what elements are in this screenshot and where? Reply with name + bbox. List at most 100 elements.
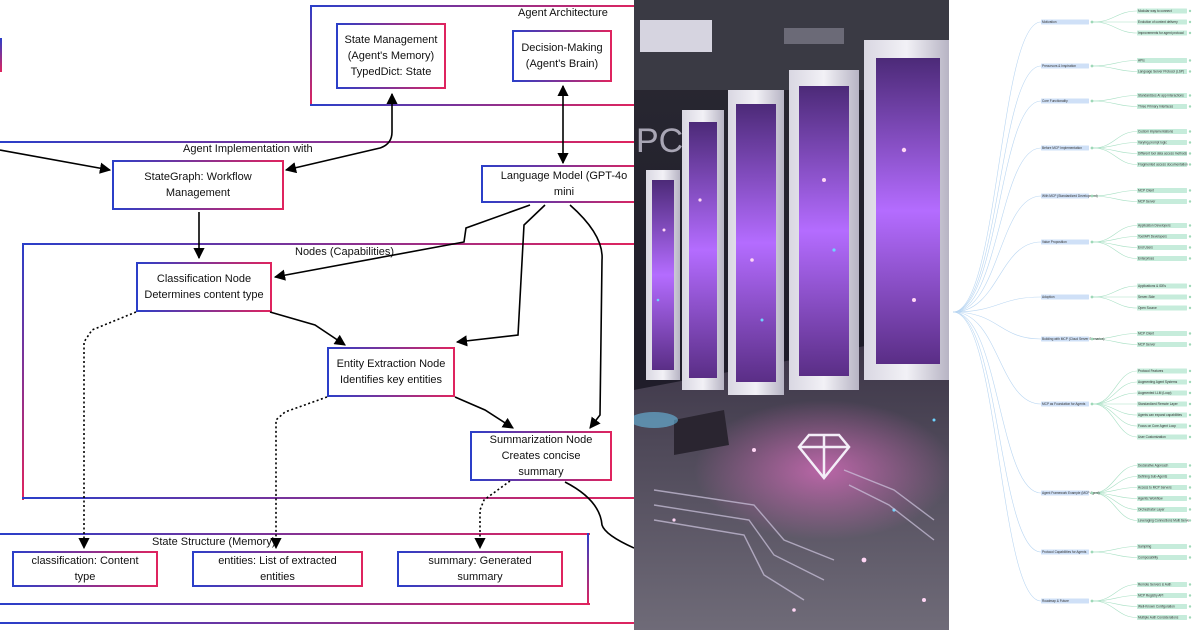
mindmap-branch[interactable] xyxy=(1041,145,1089,151)
mindmap-leaf[interactable] xyxy=(1137,69,1187,74)
mindmap-leaf[interactable] xyxy=(1137,8,1187,14)
mindmap-leaf[interactable] xyxy=(1137,485,1187,490)
mindmap-leaf[interactable] xyxy=(1137,615,1187,620)
mindmap-leaf-toggle[interactable] xyxy=(1188,141,1192,144)
mindmap-leaf-toggle[interactable] xyxy=(1188,9,1192,13)
mindmap-branch[interactable] xyxy=(1041,239,1089,245)
mindmap-leaf[interactable] xyxy=(1137,423,1187,429)
mindmap-leaf-toggle[interactable] xyxy=(1188,343,1192,346)
mindmap-leaf-toggle[interactable] xyxy=(1188,464,1192,467)
mindmap-leaf[interactable] xyxy=(1137,507,1187,512)
mindmap-leaf-toggle[interactable] xyxy=(1188,413,1192,417)
mindmap-branch[interactable] xyxy=(1041,98,1089,104)
mindmap-leaf[interactable] xyxy=(1137,129,1187,134)
mindmap-leaf[interactable] xyxy=(1137,434,1187,440)
mindmap-branch[interactable] xyxy=(1041,549,1089,555)
mindmap-leaf-toggle[interactable] xyxy=(1188,475,1192,478)
mindmap-leaf-toggle[interactable] xyxy=(1188,105,1192,108)
mindmap-leaf[interactable] xyxy=(1137,379,1187,385)
mindmap-leaf-toggle[interactable] xyxy=(1188,616,1192,619)
mindmap-leaf[interactable] xyxy=(1137,368,1187,374)
mindmap-leaf-toggle[interactable] xyxy=(1188,163,1192,166)
mindmap-leaf-toggle[interactable] xyxy=(1188,200,1192,203)
mindmap-leaf[interactable] xyxy=(1137,582,1187,587)
mindmap-leaf[interactable] xyxy=(1137,58,1187,63)
mindmap-leaf[interactable] xyxy=(1137,283,1187,289)
mindmap-leaf-toggle[interactable] xyxy=(1188,224,1192,227)
mindmap-leaf[interactable] xyxy=(1137,342,1187,347)
mindmap-leaf[interactable] xyxy=(1137,474,1187,479)
mindmap-branch[interactable] xyxy=(1041,401,1089,407)
mindmap-leaf-toggle[interactable] xyxy=(1188,70,1192,73)
mindmap-leaf-toggle[interactable] xyxy=(1188,306,1192,310)
mindmap-branch[interactable] xyxy=(1041,294,1089,300)
mindmap-leaf-toggle[interactable] xyxy=(1188,31,1192,35)
mindmap-leaf-toggle[interactable] xyxy=(1188,332,1192,335)
mindmap-branch-toggle[interactable] xyxy=(1090,402,1094,406)
mindmap-leaf-toggle[interactable] xyxy=(1188,486,1192,489)
mindmap-leaf-toggle[interactable] xyxy=(1188,284,1192,288)
mindmap-leaf[interactable] xyxy=(1137,199,1187,204)
mindmap-leaf[interactable] xyxy=(1137,19,1187,25)
mindmap-leaf-toggle[interactable] xyxy=(1188,152,1192,155)
mindmap-leaf-toggle[interactable] xyxy=(1188,130,1192,133)
mindmap-leaf[interactable] xyxy=(1137,93,1187,98)
mindmap-leaf-toggle[interactable] xyxy=(1188,20,1192,24)
mindmap-leaf[interactable] xyxy=(1137,593,1187,598)
mindmap-leaf-toggle[interactable] xyxy=(1188,583,1192,586)
mindmap-branch-toggle[interactable] xyxy=(1090,337,1094,341)
mindmap-leaf[interactable] xyxy=(1137,140,1187,145)
mindmap-leaf-toggle[interactable] xyxy=(1188,369,1192,373)
mindmap-leaf[interactable] xyxy=(1137,234,1187,239)
mindmap-branch-toggle[interactable] xyxy=(1090,99,1094,103)
mindmap-branch-toggle[interactable] xyxy=(1090,146,1094,150)
mindmap-leaf-toggle[interactable] xyxy=(1188,545,1192,548)
mindmap-leaf[interactable] xyxy=(1137,223,1187,228)
mindmap-branch[interactable] xyxy=(1041,19,1089,25)
mindmap-leaf[interactable] xyxy=(1137,412,1187,418)
mindmap-leaf[interactable] xyxy=(1137,544,1187,549)
mindmap-leaf[interactable] xyxy=(1137,256,1187,261)
mindmap-leaf-toggle[interactable] xyxy=(1188,556,1192,559)
mindmap-leaf[interactable] xyxy=(1137,463,1187,468)
mindmap-leaf-toggle[interactable] xyxy=(1188,402,1192,406)
mindmap-branch-toggle[interactable] xyxy=(1090,491,1094,495)
mindmap-branch[interactable] xyxy=(1041,336,1089,342)
mindmap-branch-toggle[interactable] xyxy=(1090,240,1094,244)
mindmap-leaf[interactable] xyxy=(1137,162,1187,167)
mindmap-leaf-toggle[interactable] xyxy=(1188,189,1192,192)
mindmap-leaf-toggle[interactable] xyxy=(1188,391,1192,395)
mindmap-leaf-toggle[interactable] xyxy=(1188,424,1192,428)
mindmap-leaf-toggle[interactable] xyxy=(1188,295,1192,299)
mindmap-leaf-toggle[interactable] xyxy=(1188,380,1192,384)
mindmap-branch-toggle[interactable] xyxy=(1090,295,1094,299)
mindmap-leaf[interactable] xyxy=(1137,518,1187,523)
mindmap-leaf-toggle[interactable] xyxy=(1188,508,1192,511)
mindmap-leaf[interactable] xyxy=(1137,188,1187,193)
mindmap-branch-toggle[interactable] xyxy=(1090,599,1094,603)
mindmap-leaf[interactable] xyxy=(1137,305,1187,311)
mindmap-leaf-toggle[interactable] xyxy=(1188,257,1192,260)
mindmap-leaf[interactable] xyxy=(1137,390,1187,396)
mindmap-leaf[interactable] xyxy=(1137,604,1187,609)
mindmap-branch-toggle[interactable] xyxy=(1090,194,1094,198)
mindmap-leaf-toggle[interactable] xyxy=(1188,605,1192,608)
mindmap-leaf[interactable] xyxy=(1137,294,1187,300)
mindmap-branch[interactable] xyxy=(1041,490,1089,496)
mindmap-leaf[interactable] xyxy=(1137,245,1187,250)
mindmap-branch-toggle[interactable] xyxy=(1090,64,1094,68)
mindmap-leaf-toggle[interactable] xyxy=(1188,94,1192,97)
mindmap-leaf-toggle[interactable] xyxy=(1188,594,1192,597)
mindmap-leaf-toggle[interactable] xyxy=(1188,59,1192,62)
mindmap-branch[interactable] xyxy=(1041,63,1089,69)
mindmap-leaf[interactable] xyxy=(1137,496,1187,501)
mindmap-branch[interactable] xyxy=(1041,598,1089,604)
mindmap-branch-toggle[interactable] xyxy=(1090,20,1094,24)
mindmap-leaf[interactable] xyxy=(1137,104,1187,109)
mindmap-branch[interactable] xyxy=(1041,193,1089,199)
mindmap-leaf[interactable] xyxy=(1137,555,1187,560)
mindmap-leaf-toggle[interactable] xyxy=(1188,235,1192,238)
mindmap-leaf[interactable] xyxy=(1137,331,1187,336)
mindmap-leaf[interactable] xyxy=(1137,401,1187,407)
mindmap-leaf[interactable] xyxy=(1137,30,1187,36)
